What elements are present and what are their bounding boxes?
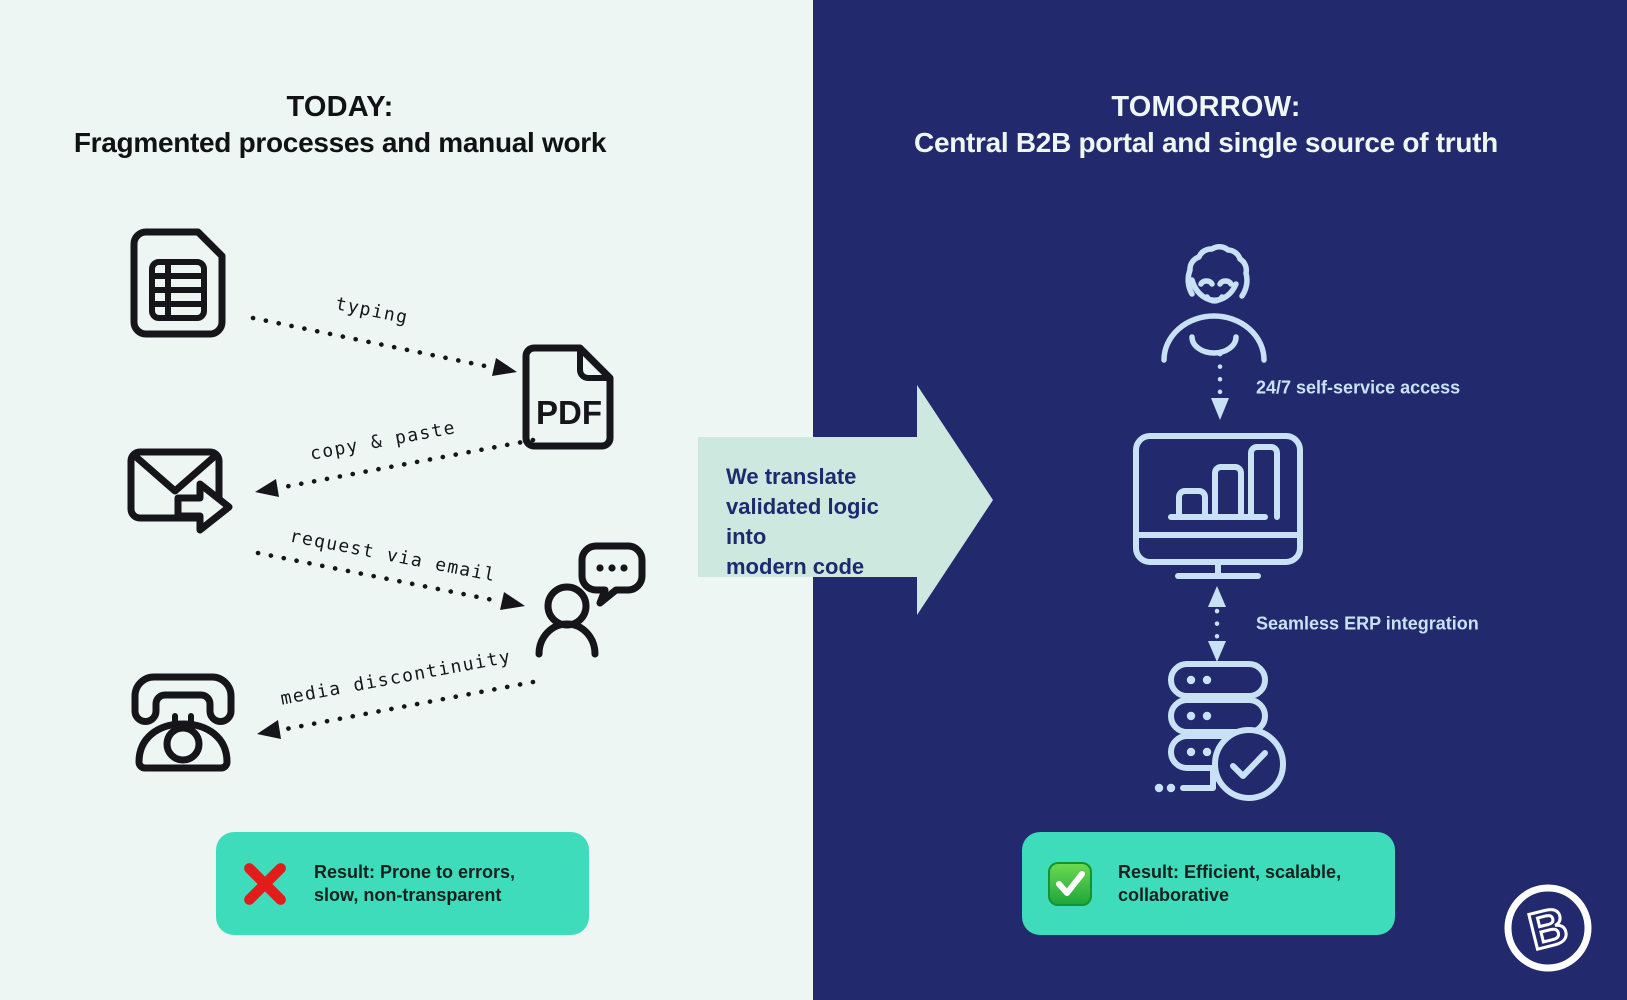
phone-icon bbox=[124, 650, 242, 772]
person-chat-icon bbox=[535, 540, 646, 658]
today-result-line2: slow, non-transparent bbox=[314, 884, 502, 905]
tomorrow-result-box: Result: Efficient, scalable, collaborati… bbox=[1022, 832, 1395, 935]
server-check-icon bbox=[1143, 656, 1293, 806]
green-check-icon bbox=[1048, 861, 1092, 906]
pdf-file-icon: PDF bbox=[522, 342, 616, 452]
pdf-label: PDF bbox=[536, 394, 602, 431]
tomorrow-result-line2: collaborative bbox=[1118, 884, 1230, 905]
today-title-line2: Fragmented processes and manual work bbox=[73, 127, 607, 158]
today-title: TODAY: Fragmented processes and manual w… bbox=[73, 90, 607, 160]
transition-text-line1: We translate bbox=[726, 464, 857, 489]
tomorrow-title: TOMORROW: Central B2B portal and single … bbox=[914, 90, 1498, 160]
user-icon bbox=[1160, 228, 1268, 363]
transition-arrow: We translate validated logic into modern… bbox=[698, 437, 917, 579]
red-x-icon bbox=[244, 862, 286, 905]
transition-text-line2: validated logic into bbox=[726, 494, 879, 549]
brand-logo-letter: B bbox=[1523, 896, 1573, 961]
email-forward-icon bbox=[126, 446, 242, 548]
transition-text-line3: modern code bbox=[726, 554, 865, 579]
tomorrow-result-line1: Result: Efficient, scalable, bbox=[1118, 861, 1342, 882]
brand-logo: B bbox=[1499, 880, 1597, 978]
erp-integration-label: Seamless ERP integration bbox=[1256, 613, 1479, 634]
transition-arrow-head bbox=[917, 385, 993, 615]
tomorrow-title-line1: TOMORROW: bbox=[1111, 91, 1301, 123]
today-result-box: Result: Prone to errors, slow, non-trans… bbox=[216, 832, 589, 935]
today-title-line1: TODAY: bbox=[286, 91, 394, 123]
today-result-line1: Result: Prone to errors, bbox=[314, 861, 516, 882]
spreadsheet-icon bbox=[128, 226, 228, 340]
dashboard-monitor-icon bbox=[1133, 433, 1303, 583]
self-service-label: 24/7 self-service access bbox=[1256, 377, 1461, 398]
tomorrow-title-line2: Central B2B portal and single source of … bbox=[914, 127, 1498, 158]
